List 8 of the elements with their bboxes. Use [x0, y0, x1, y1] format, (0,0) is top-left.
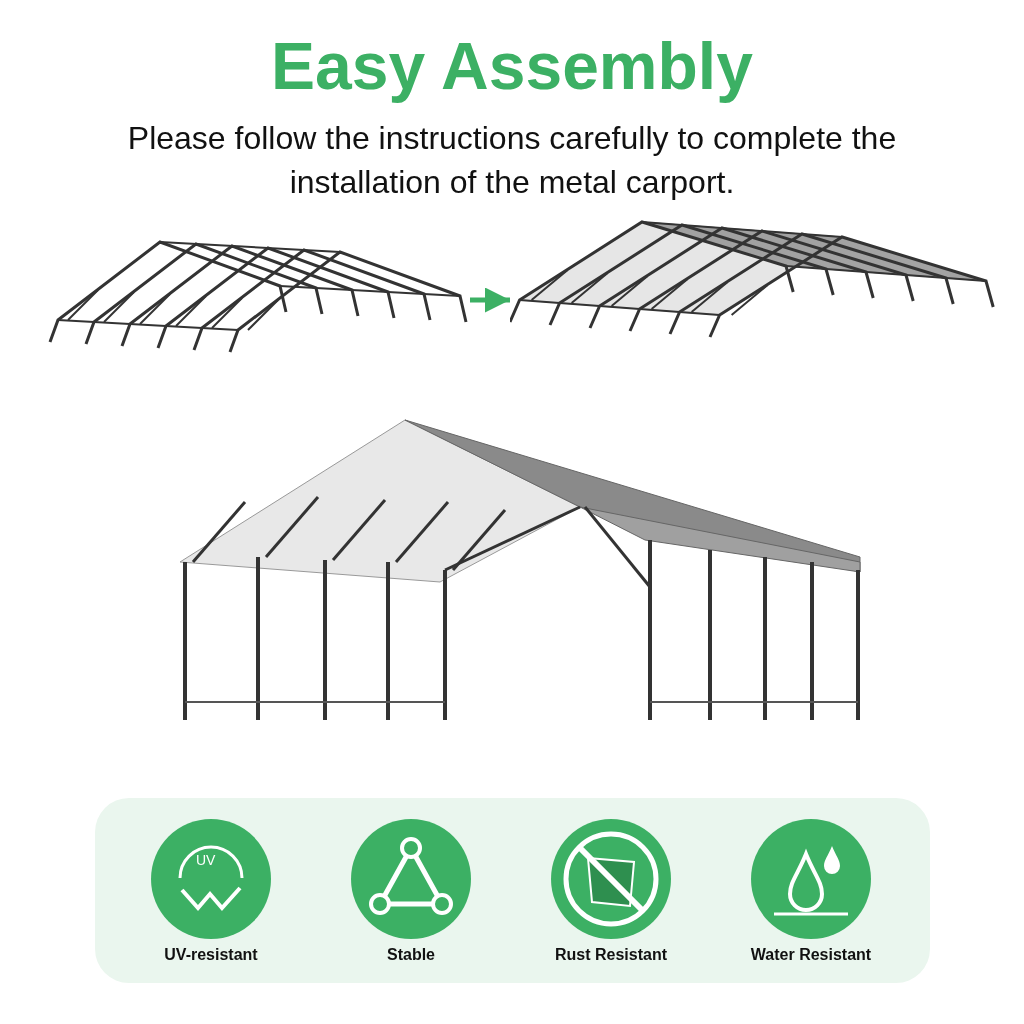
feature-label: Water Resistant — [749, 946, 873, 964]
title-heading: Easy Assembly — [270, 28, 754, 104]
feature-label: Stable — [386, 946, 436, 964]
subtitle-text: Please follow the instructions carefully to complete the installation of the metal carport. — [126, 119, 898, 202]
feature-label: Rust Resistant — [554, 946, 668, 964]
uv-text: UV — [196, 852, 216, 868]
feature-label: UV-resistant — [163, 946, 259, 964]
arrow — [470, 287, 510, 313]
